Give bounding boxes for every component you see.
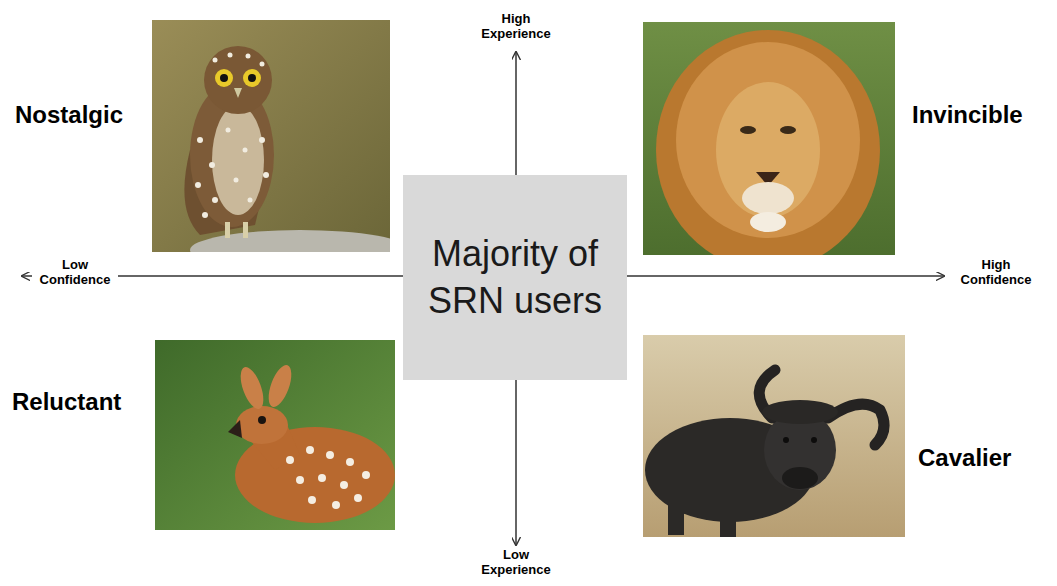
owl-head — [204, 46, 272, 114]
lion-eye — [740, 126, 756, 134]
lion-face — [716, 82, 820, 218]
buffalo-leg — [668, 490, 684, 535]
deer-spots — [286, 446, 370, 509]
deer-nose — [228, 420, 242, 438]
axis-label: High Confidence — [950, 258, 1042, 288]
axis-label: Low Confidence — [32, 258, 118, 288]
quadrant-label: Invincible — [912, 101, 1052, 129]
buffalo-boss — [762, 400, 838, 424]
owl-pupil — [220, 74, 228, 82]
deer-head — [236, 406, 288, 444]
owl-eye — [215, 69, 233, 87]
rock — [190, 230, 390, 252]
photo-background — [155, 340, 395, 530]
photo-background — [643, 335, 905, 537]
box-text: Majority of SRN users — [413, 231, 617, 325]
lion-mane — [656, 30, 880, 255]
owl-pupil — [248, 74, 256, 82]
owl-leg — [225, 222, 230, 238]
axis-label: High Experience — [471, 12, 561, 42]
deer-photo — [155, 340, 395, 530]
buffalo-nose — [782, 467, 818, 489]
deer-eye — [258, 416, 266, 424]
photo-background — [152, 20, 390, 252]
lion-eye — [780, 126, 796, 134]
quadrant-label: Cavalier — [918, 444, 1048, 472]
owl-beak — [234, 88, 242, 98]
deer-ear — [264, 362, 296, 410]
lion-mane — [676, 42, 860, 238]
owl-eye — [243, 69, 261, 87]
buffalo-eye — [811, 437, 817, 443]
lion-muzzle — [742, 182, 794, 214]
quadrant-label: Reluctant — [12, 388, 152, 416]
owl-leg — [243, 222, 248, 238]
deer-ear — [236, 364, 268, 412]
buffalo-eye — [783, 437, 789, 443]
lion-chin — [750, 212, 786, 232]
center-box: Majority of SRN users — [403, 175, 627, 380]
lion-photo — [643, 22, 895, 255]
quadrant-label: Nostalgic — [15, 101, 151, 129]
buffalo-leg — [720, 495, 736, 537]
buffalo-photo — [643, 335, 905, 537]
owl-spots — [195, 53, 269, 219]
owl-photo — [152, 20, 390, 252]
axis-label: Low Experience — [471, 548, 561, 578]
owl-breast — [212, 105, 264, 215]
buffalo-horns — [759, 370, 884, 445]
